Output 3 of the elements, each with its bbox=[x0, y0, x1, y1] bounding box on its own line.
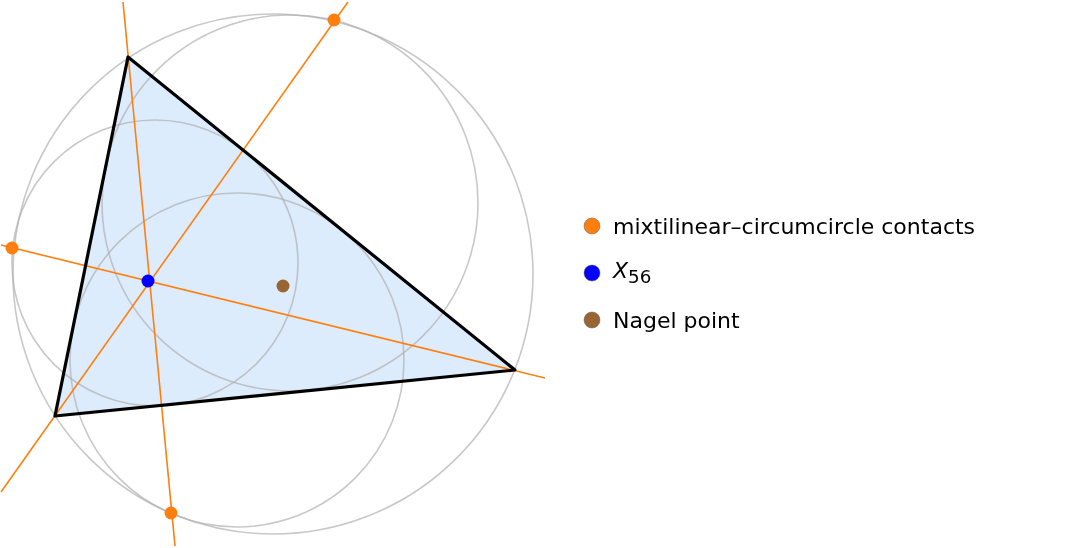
legend-label: mixtilinear–circumcircle contacts bbox=[613, 213, 976, 239]
legend-label: X$_{56}$ bbox=[613, 258, 652, 288]
legend-label: Nagel point bbox=[613, 307, 740, 333]
